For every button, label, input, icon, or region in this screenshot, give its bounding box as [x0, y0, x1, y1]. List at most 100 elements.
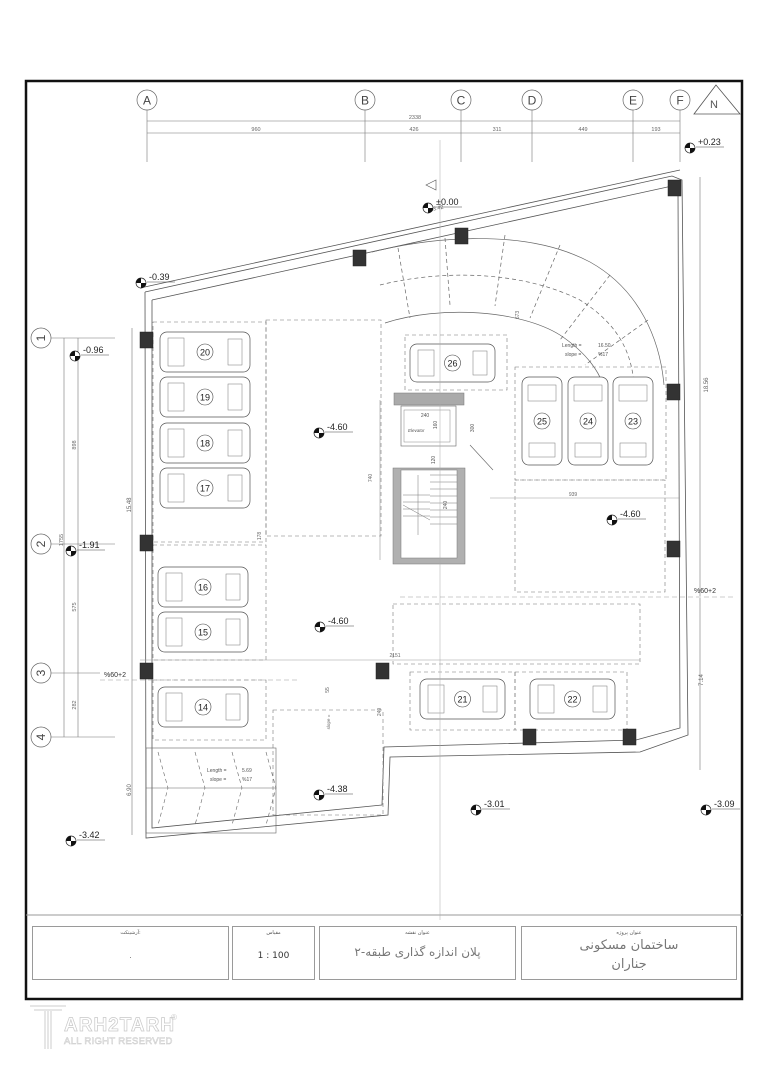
space-number-badge — [579, 412, 597, 430]
level-value: -4.60 — [327, 422, 348, 432]
parking-space-number: 22 — [567, 695, 577, 705]
elevator-shaft — [400, 405, 457, 447]
ramp-lower-slope: %17 — [242, 777, 252, 783]
parking-space: 14 — [157, 686, 249, 728]
structural-columns — [139, 179, 682, 746]
grid-bubble-icon — [30, 662, 52, 684]
level-marker-bottom-right: -3.09 — [700, 799, 740, 816]
sheet-title-box: عنوان نقشه پلان اندازه گذاری طبقه-۲ — [319, 926, 516, 980]
space-number-badge — [196, 434, 214, 452]
watermark: ARH2TARH ALL RIGHT RESERVED ® — [28, 1003, 198, 1053]
parking-space-number: 14 — [198, 703, 208, 713]
section-marker-icon — [425, 179, 437, 191]
dim-ramp: 673 — [515, 311, 521, 320]
level-value: -4.60 — [620, 509, 641, 519]
lower-ramp — [145, 747, 277, 834]
parking-space: 19 — [159, 376, 251, 418]
parking-space-number: 20 — [200, 348, 210, 358]
column-icon — [352, 249, 367, 267]
architect-label: آرشیتکت: — [120, 930, 141, 936]
grid-column-e: E — [622, 89, 644, 162]
dim-right-overall: 18.56 — [704, 377, 710, 393]
column-icon — [454, 227, 469, 245]
level-marker-parking-left: -4.60 — [313, 422, 353, 439]
dim-left-overall: 15.48 — [127, 497, 133, 513]
mid-slope-label: slope = — [326, 714, 331, 729]
parking-space-number: 16 — [198, 583, 208, 593]
dim-row-12: 898 — [72, 440, 78, 449]
architect-box: آرشیتکت: . — [32, 926, 229, 980]
dim-row-small: 1755 — [59, 534, 65, 546]
project-title-line2: جناران — [611, 957, 647, 972]
parking-space-number: 19 — [200, 393, 210, 403]
space-number-badge — [444, 354, 461, 372]
space-number-badge — [196, 388, 214, 406]
grid-column-a: A — [136, 89, 158, 162]
level-markers: +0.23±0.00-0.39-0.96-1.91-4.60-4.60-4.60… — [65, 137, 740, 847]
architect-value: . — [129, 951, 132, 960]
dim-overall-width: 2338 — [409, 115, 421, 121]
ramp-upper-slope-label: slope = — [565, 352, 581, 358]
level-marker-entrance: ±0.00 — [422, 197, 462, 214]
level-value: -3.09 — [714, 799, 735, 809]
level-marker-left-upper: -0.96 — [69, 345, 109, 362]
space-number-badge — [196, 479, 214, 497]
dim-span-cd: 311 — [493, 127, 502, 133]
grid-row-1: 1 — [30, 327, 115, 349]
space-number-badge — [564, 690, 581, 708]
level-marker-top-left: -0.39 — [135, 272, 175, 289]
level-marker-parking-right: -4.60 — [606, 509, 646, 526]
watermark-brand: ARH2TARH — [64, 1015, 176, 1037]
elevator-car — [403, 409, 451, 443]
grid-column-b: B — [354, 89, 376, 162]
north-arrow: N — [693, 84, 741, 115]
core-120: 120 — [431, 456, 437, 465]
space-number-badge — [533, 412, 551, 430]
watermark-sub: ALL RIGHT RESERVED — [64, 1036, 173, 1048]
level-marker-top-right: +0.23 — [684, 137, 724, 154]
parking-space-number: 24 — [583, 417, 593, 427]
parking-space-number: 18 — [200, 439, 210, 449]
level-value: +0.23 — [698, 137, 721, 147]
parking-space: 25 — [521, 376, 563, 466]
project-title-line1: ساختمان مسکونی — [579, 938, 679, 953]
ramp-upper-length: 16.50 — [598, 343, 611, 349]
grid-row-2: 2 — [30, 533, 115, 555]
parking-space: 18 — [159, 422, 251, 464]
dim-row-34: 282 — [72, 700, 78, 709]
level-marker-lower-ramp: -4.38 — [313, 784, 353, 801]
grid-bubble-icon — [30, 726, 52, 748]
door-swing — [469, 444, 494, 471]
column-icon — [622, 728, 637, 746]
north-label: N — [710, 99, 718, 111]
top-dimensions — [147, 120, 680, 134]
project-label: عنوان پروژه — [616, 930, 642, 936]
grid-row-label: 2 — [34, 540, 48, 547]
parking-space-number: 21 — [457, 695, 467, 705]
core-width: 240 — [421, 413, 430, 419]
grid-bubble-icon — [669, 89, 691, 111]
parking-space-number: 23 — [628, 417, 638, 427]
parking-space: 16 — [157, 566, 249, 608]
column-icon — [667, 179, 682, 197]
level-value: -0.96 — [83, 345, 104, 355]
level-value: -0.39 — [149, 272, 170, 282]
dim-mid-2151: 2151 — [389, 653, 400, 659]
space-number-badge — [454, 690, 471, 708]
level-value: -4.38 — [327, 784, 348, 794]
parking-space: 21 — [419, 678, 506, 720]
column-icon — [139, 662, 154, 680]
parking-space: 22 — [529, 678, 616, 720]
grid-bubble-icon — [622, 89, 644, 111]
column-icon — [666, 383, 681, 401]
parking-zones — [152, 319, 667, 816]
dim-wall-top: 23.42 — [429, 205, 444, 214]
grid-row-3: 3 — [30, 662, 100, 684]
stair-240: 240 — [443, 501, 449, 510]
scale-box: مقیاس 1 : 100 — [232, 926, 315, 980]
